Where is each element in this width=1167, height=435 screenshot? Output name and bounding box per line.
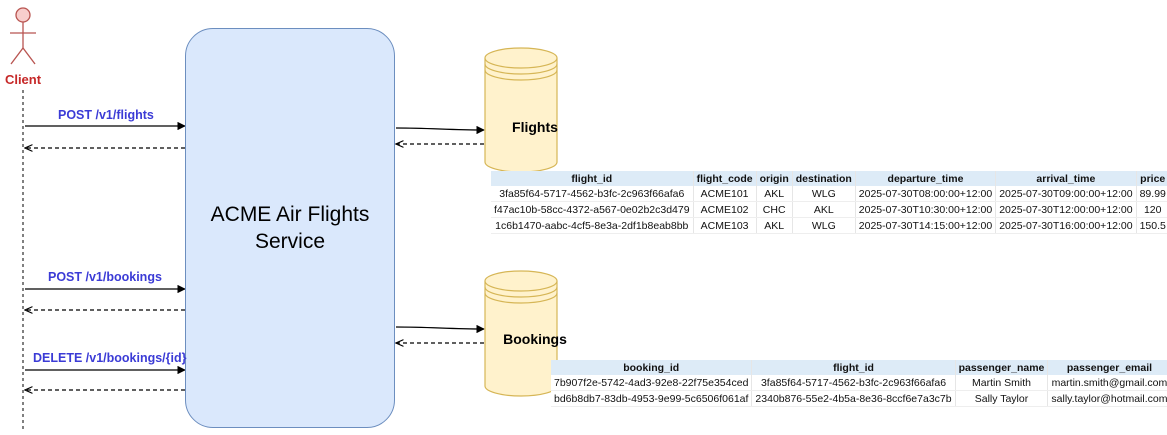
table-cell: sally.taylor@hotmail.com (1047, 390, 1167, 407)
bookings-table-header-row: booking_id flight_id passenger_name pass… (551, 360, 1167, 375)
column-header: destination (792, 171, 856, 186)
endpoint-post-bookings: POST /v1/bookings (48, 270, 162, 284)
table-cell: f47ac10b-58cc-4372-a567-0e02b2c3d479 (491, 201, 694, 218)
table-row: bd6b8db7-83db-4953-9e99-5c6506f061af 234… (551, 390, 1167, 407)
bookings-table: booking_id flight_id passenger_name pass… (551, 360, 1167, 407)
flights-table: flight_id flight_code origin destination… (491, 171, 1167, 234)
table-cell: WLG (792, 217, 856, 234)
service-to-flights-arrow (395, 125, 485, 135)
table-row: 7b907f2e-5742-4ad3-92e8-22f75e354ced 3fa… (551, 375, 1167, 391)
table-cell: ACME101 (693, 186, 757, 202)
bookings-database-icon (484, 270, 558, 397)
table-cell: 89.99 (1136, 186, 1167, 202)
table-cell: 2025-07-30T14:15:00+12:00 (855, 217, 997, 234)
table-cell: WLG (792, 186, 856, 202)
table-cell: 150.5 (1136, 217, 1167, 234)
table-cell: 2025-07-30T10:30:00+12:00 (855, 201, 997, 218)
table-cell: bd6b8db7-83db-4953-9e99-5c6506f061af (551, 390, 753, 407)
table-cell: 1c6b1470-aabc-4cf5-8e3a-2df1b8eab8bb (491, 217, 694, 234)
table-cell: AKL (756, 186, 793, 202)
column-header: origin (756, 171, 793, 186)
service-title: ACME Air Flights Service (210, 203, 370, 253)
column-header: passenger_name (955, 360, 1049, 375)
table-cell: ACME103 (693, 217, 757, 234)
table-cell: 2025-07-30T12:00:00+12:00 (995, 201, 1137, 218)
bookings-db-label: Bookings (503, 331, 567, 347)
table-cell: 7b907f2e-5742-4ad3-92e8-22f75e354ced (551, 375, 753, 391)
table-cell: 2340b876-55e2-4b5a-8e36-8ccf6e7a3c7b (751, 390, 956, 407)
client-actor-icon (10, 7, 36, 65)
column-header: price (1136, 171, 1167, 186)
table-cell: 2025-07-30T16:00:00+12:00 (995, 217, 1137, 234)
table-cell: AKL (792, 201, 856, 218)
column-header: departure_time (855, 171, 997, 186)
endpoint-delete-booking: DELETE /v1/bookings/{id} (33, 351, 187, 365)
table-cell: martin.smith@gmail.com (1047, 375, 1167, 391)
table-cell: 2025-07-30T09:00:00+12:00 (995, 186, 1137, 202)
column-header: flight_id (491, 171, 694, 186)
flights-database-icon (484, 47, 558, 173)
endpoint-post-flights: POST /v1/flights (58, 108, 154, 122)
column-header: booking_id (551, 360, 753, 375)
table-row: 3fa85f64-5717-4562-b3fc-2c963f66afa6 ACM… (491, 186, 1167, 202)
table-cell: CHC (756, 201, 793, 218)
flights-db-label: Flights (512, 119, 558, 135)
table-row: 1c6b1470-aabc-4cf5-8e3a-2df1b8eab8bb ACM… (491, 217, 1167, 234)
table-cell: Sally Taylor (955, 390, 1049, 407)
service-to-bookings-arrow (395, 324, 485, 334)
table-cell: 2025-07-30T08:00:00+12:00 (855, 186, 997, 202)
column-header: arrival_time (995, 171, 1137, 186)
table-cell: Martin Smith (955, 375, 1049, 391)
column-header: passenger_email (1047, 360, 1167, 375)
column-header: flight_id (751, 360, 956, 375)
table-cell: 120 (1136, 201, 1167, 218)
acme-air-flights-service: ACME Air Flights Service (185, 28, 395, 428)
table-cell: ACME102 (693, 201, 757, 218)
table-row: f47ac10b-58cc-4372-a567-0e02b2c3d479 ACM… (491, 201, 1167, 218)
flights-table-header-row: flight_id flight_code origin destination… (491, 171, 1167, 186)
table-cell: 3fa85f64-5717-4562-b3fc-2c963f66afa6 (751, 375, 956, 391)
client-label: Client (4, 72, 42, 87)
table-cell: 3fa85f64-5717-4562-b3fc-2c963f66afa6 (491, 186, 694, 202)
table-cell: AKL (756, 217, 793, 234)
column-header: flight_code (693, 171, 757, 186)
